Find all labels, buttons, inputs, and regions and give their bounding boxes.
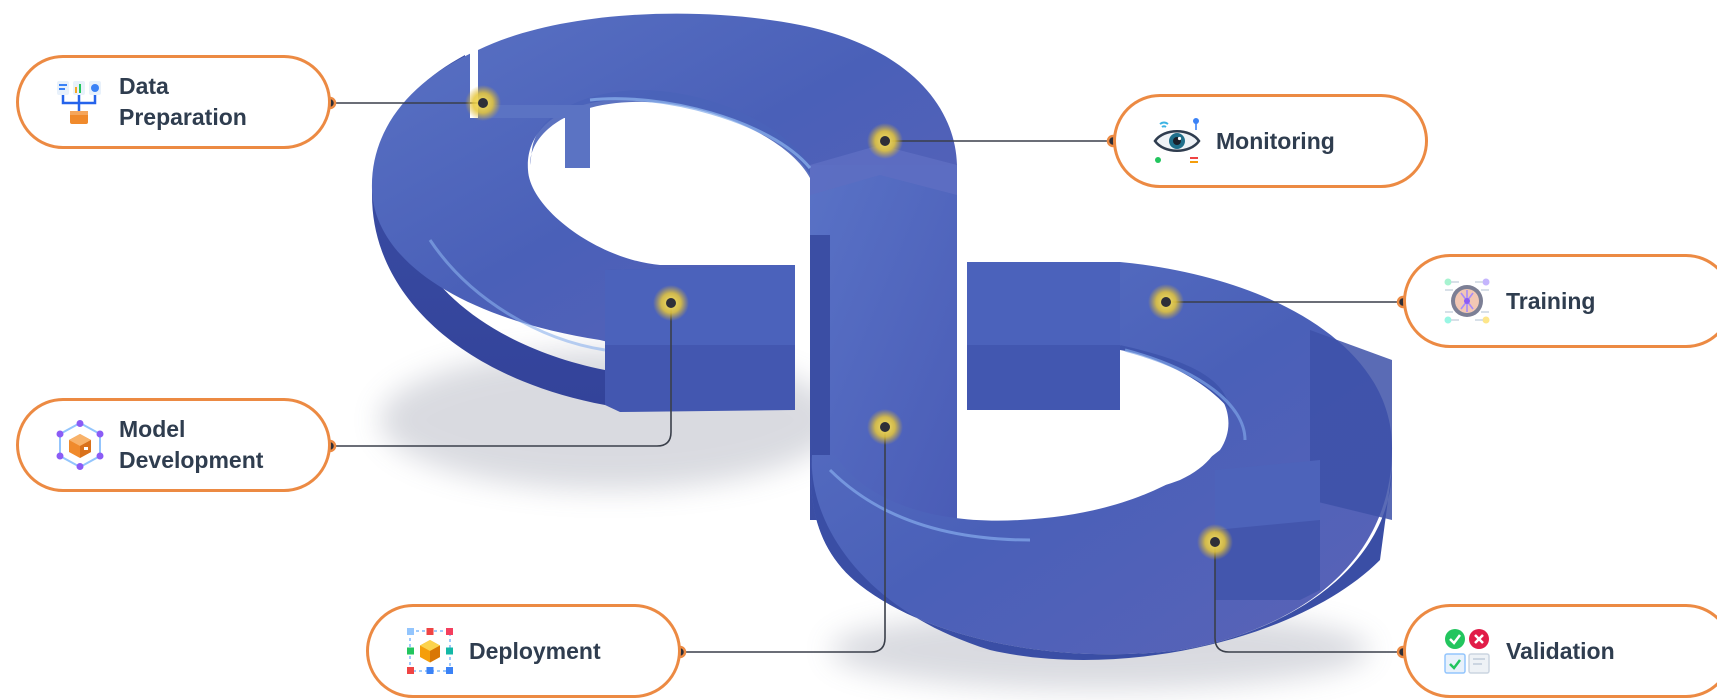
brain-network-icon xyxy=(1444,278,1490,324)
stage-label: Training xyxy=(1506,287,1596,314)
data-pipeline-icon xyxy=(57,81,101,124)
connector-model-development xyxy=(330,303,672,447)
center-band xyxy=(810,145,957,520)
connector-deployment xyxy=(680,427,886,653)
stage-label: Model Development xyxy=(119,416,264,473)
connectors xyxy=(330,102,1403,653)
checklist-icon xyxy=(1444,629,1490,674)
stage-label: Validation xyxy=(1506,637,1615,664)
stage-label: Data Preparation xyxy=(119,73,247,130)
stage-label: Monitoring xyxy=(1216,127,1335,154)
joint-dot xyxy=(666,298,676,308)
joint-dot xyxy=(880,136,890,146)
cube-network-icon xyxy=(56,420,104,470)
stage-validation: Validation xyxy=(1403,604,1717,698)
box-grid-icon xyxy=(407,628,453,674)
lower-lobe xyxy=(811,262,1393,660)
joint-dot xyxy=(1161,297,1171,307)
eye-icon xyxy=(1153,118,1201,163)
stage-deployment: Deployment xyxy=(366,604,681,698)
joint-dot xyxy=(478,98,488,108)
joint-dot xyxy=(1210,537,1220,547)
joint-dot xyxy=(880,422,890,432)
stage-label: Deployment xyxy=(469,637,601,664)
stage-model-development: Model Development xyxy=(16,398,331,492)
stage-training: Training xyxy=(1403,254,1717,348)
stage-monitoring: Monitoring xyxy=(1113,94,1428,188)
stage-data-preparation: Data Preparation xyxy=(16,55,331,149)
connector-validation xyxy=(1214,542,1403,653)
